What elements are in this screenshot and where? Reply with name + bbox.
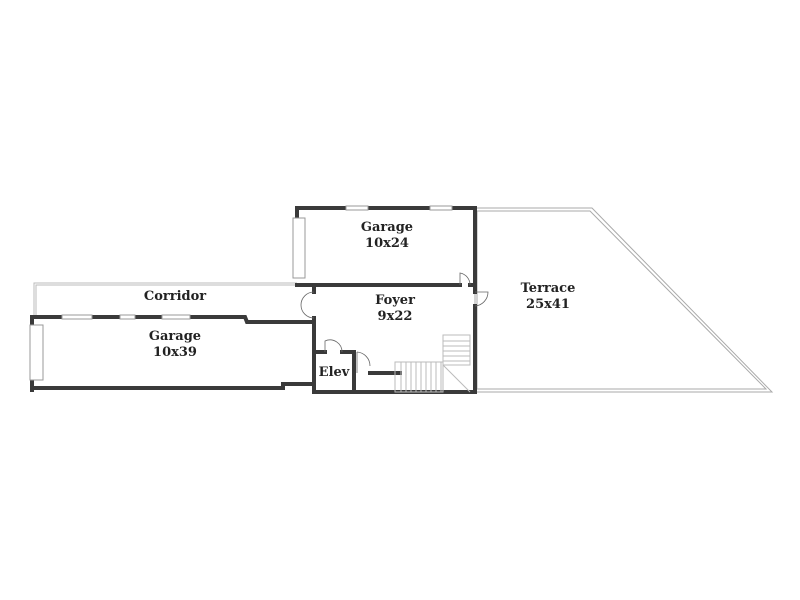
garage-lower-name: Garage xyxy=(149,329,201,344)
terrace-outline xyxy=(474,207,774,393)
corridor-outline xyxy=(33,282,297,317)
terrace-dims: 25x41 xyxy=(526,297,570,312)
lower-garage-walls xyxy=(29,314,316,392)
garage-lower-dims: 10x39 xyxy=(153,345,197,360)
elevator-name: Elev xyxy=(319,365,350,380)
stairs xyxy=(394,334,471,393)
terrace-name: Terrace xyxy=(521,281,576,296)
garage-upper-name: Garage xyxy=(361,220,413,235)
corridor-name: Corridor xyxy=(144,289,206,304)
garage-upper-dims: 10x24 xyxy=(365,236,409,251)
upper-garage-walls xyxy=(292,205,489,394)
foyer-dims: 9x22 xyxy=(378,309,413,324)
foyer-name: Foyer xyxy=(375,293,415,308)
